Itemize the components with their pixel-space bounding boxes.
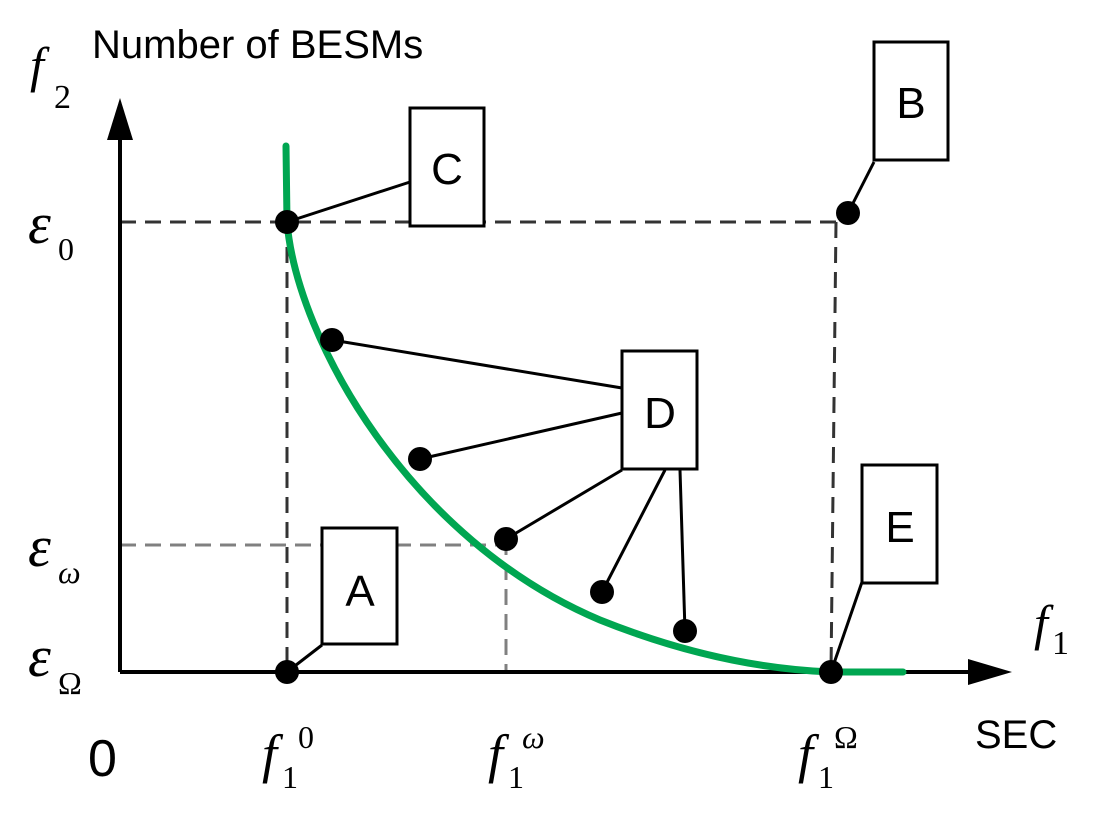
x-tick-f10-sup: 0	[298, 719, 314, 755]
y-tick-epsOmega: ε Ω	[28, 624, 82, 701]
y-tick-eps0-symbol: ε	[28, 191, 51, 256]
y-axis-label: f 2	[30, 37, 71, 116]
x-axis-subscript: 1	[1052, 625, 1069, 662]
y-tick-epsomega-symbol: ε	[28, 514, 51, 579]
x-tick-f10-symbol: f	[262, 724, 284, 784]
connector-D2	[419, 411, 623, 461]
x-tick-f1omega: f 1 ω	[488, 719, 545, 795]
callout-box-E	[860, 463, 939, 585]
callout-box-C	[408, 106, 486, 228]
callout-label-E: E	[885, 503, 914, 552]
callout-label-A: A	[345, 567, 375, 616]
x-tick-f1omega-symbol: f	[488, 724, 510, 784]
callout-box-A	[320, 526, 399, 646]
point-D1	[320, 328, 344, 352]
point-B	[836, 201, 860, 225]
y-axis-title: Number of BESMs	[92, 23, 423, 67]
y-tick-epsomega-sub: ω	[58, 554, 81, 590]
pareto-front-curve	[282, 142, 907, 676]
callout-connectors	[286, 161, 876, 674]
x-tick-f1Omega: f 1 Ω	[798, 719, 858, 795]
y-axis-subscript: 2	[54, 79, 71, 116]
x-tick-f1omega-sub: 1	[508, 759, 524, 795]
connector-D4	[600, 469, 667, 593]
guide-lines	[120, 220, 848, 673]
callout-box-D	[620, 349, 699, 471]
callout-labels: A B C D E	[345, 79, 925, 616]
y-tick-epsOmega-symbol: ε	[28, 624, 51, 689]
x-axis-symbol: f	[1034, 595, 1054, 651]
x-tick-f10: f 1 0	[262, 719, 314, 795]
y-tick-eps0-sub: 0	[58, 231, 74, 267]
y-tick-epsomega: ε ω	[28, 514, 81, 590]
connector-C	[286, 180, 411, 224]
x-tick-f1Omega-sup: Ω	[834, 719, 858, 755]
callout-boxes	[320, 40, 950, 646]
y-axis-symbol: f	[30, 37, 50, 93]
point-D5	[673, 619, 697, 643]
point-E	[819, 660, 843, 684]
connector-D5	[678, 469, 687, 632]
x-axis-title: SEC	[975, 713, 1057, 757]
origin-label: 0	[88, 730, 117, 788]
y-tick-eps0: ε 0	[28, 191, 74, 267]
callout-label-B: B	[896, 79, 925, 128]
solution-points	[275, 201, 860, 684]
x-axis-label: f 1	[1034, 595, 1069, 662]
point-D4	[590, 580, 614, 604]
connector-D1	[331, 338, 623, 390]
y-axis-arrow	[107, 98, 133, 140]
x-tick-f1omega-sup: ω	[522, 719, 545, 755]
x-tick-f1Omega-sub: 1	[818, 759, 834, 795]
x-tick-f1Omega-symbol: f	[798, 724, 820, 784]
x-axis-arrow	[968, 659, 1012, 685]
connector-E	[829, 581, 864, 673]
point-D3	[494, 527, 518, 551]
point-f10-axis	[275, 660, 299, 684]
callout-label-D: D	[644, 389, 676, 438]
point-eps0-curve	[275, 210, 299, 234]
connector-D3	[505, 468, 623, 541]
x-tick-f10-sub: 1	[282, 759, 298, 795]
point-D2	[408, 447, 432, 471]
y-tick-epsOmega-sub: Ω	[58, 665, 82, 701]
callout-box-B	[872, 40, 950, 162]
callout-label-C: C	[431, 145, 463, 194]
guide-f1Omega-vertical	[829, 221, 838, 673]
